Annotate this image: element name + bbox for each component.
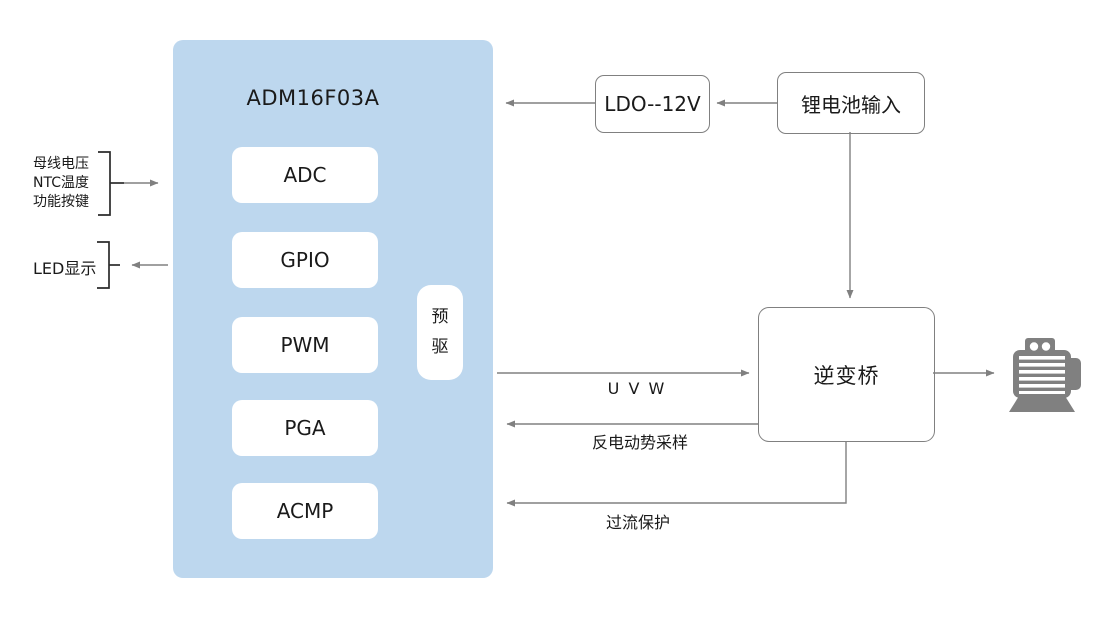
module-adc: ADC (232, 147, 378, 203)
back-emf-sample-label: 反电动势采样 (591, 433, 689, 452)
battery-input-label: 锂电池输入 (801, 92, 901, 117)
led-bracket (97, 241, 110, 289)
ldo-label: LDO--12V (604, 92, 701, 116)
module-predriver-label: 预驱 (431, 306, 449, 357)
input-line-ntc-temp: NTC温度 (33, 175, 89, 191)
input-line-bus-voltage: 母线电压 (33, 156, 89, 172)
ldo-block: LDO--12V (595, 75, 710, 133)
battery-input-block: 锂电池输入 (777, 72, 925, 134)
motor-icon (1009, 338, 1081, 412)
module-pwm: PWM (232, 317, 378, 373)
input-line-func-keys: 功能按键 (33, 194, 89, 210)
inverter-bridge-block: 逆变桥 (758, 307, 935, 442)
overcurrent-label: 过流保护 (605, 513, 671, 532)
inverter-bridge-label: 逆变桥 (813, 363, 880, 388)
module-gpio: GPIO (232, 232, 378, 288)
led-display-label: LED显示 (33, 259, 97, 278)
mcu-title: ADM16F03A (246, 86, 380, 110)
analog-inputs-label-group: 母线电压 NTC温度 功能按键 (33, 155, 89, 212)
module-acmp-label: ACMP (276, 499, 334, 523)
module-adc-label: ADC (283, 163, 327, 187)
module-predriver: 预驱 (417, 285, 463, 380)
module-gpio-label: GPIO (280, 248, 330, 272)
module-pga-label: PGA (284, 416, 326, 440)
uvw-phase-label: U V W (607, 379, 667, 398)
input-bracket (98, 151, 111, 216)
module-acmp: ACMP (232, 483, 378, 539)
module-pga: PGA (232, 400, 378, 456)
module-pwm-label: PWM (280, 333, 330, 357)
